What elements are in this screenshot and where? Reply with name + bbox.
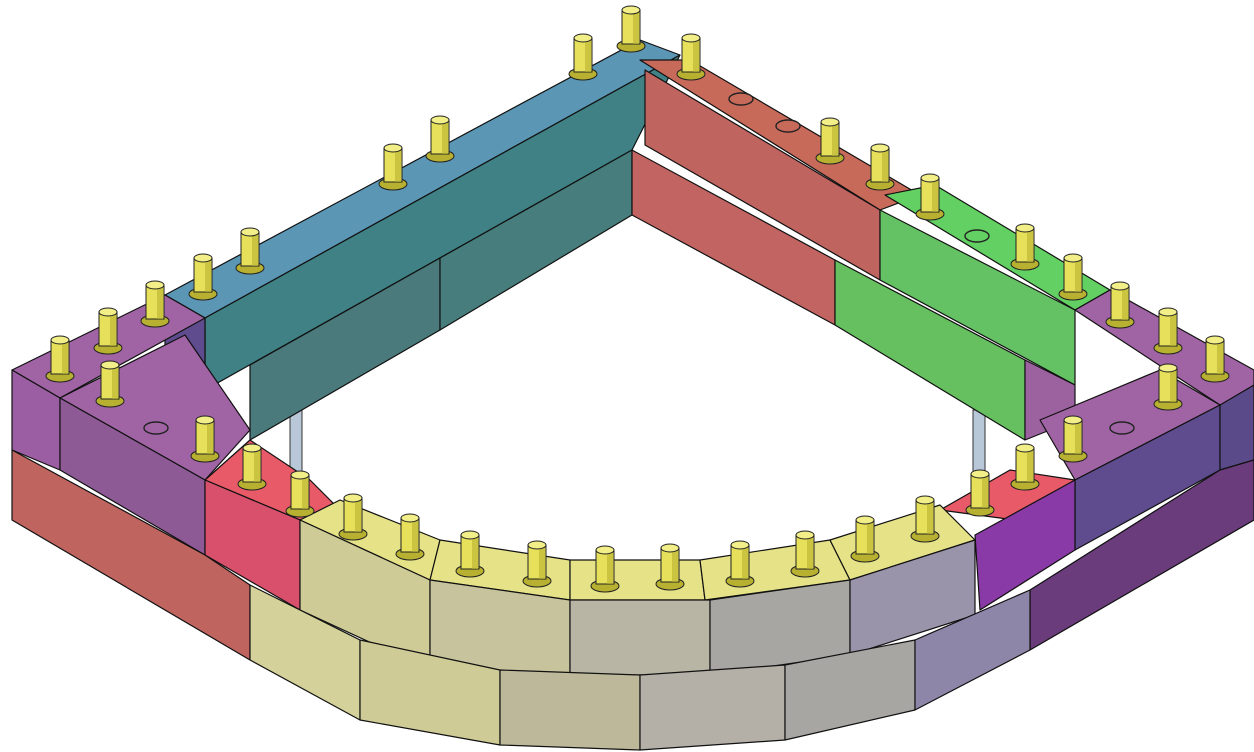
ring-top-3: [569, 559, 706, 601]
peg: [338, 493, 368, 541]
peg: [95, 360, 125, 408]
support-rods: [289, 404, 986, 496]
hole: [1109, 421, 1135, 435]
peg: [1200, 335, 1230, 383]
peg: [425, 115, 455, 163]
peg: [1105, 281, 1135, 329]
pegs: [45, 5, 1230, 593]
peg: [850, 515, 880, 563]
ring-lower-3: [499, 669, 641, 751]
peg: [590, 545, 620, 593]
peg: [455, 530, 485, 578]
peg: [1058, 415, 1088, 463]
peg: [140, 280, 170, 328]
ring-lower-4: [639, 664, 786, 751]
peg: [676, 33, 706, 81]
peg: [815, 117, 845, 165]
peg: [237, 443, 267, 491]
right-end-edge: [1219, 384, 1254, 471]
right-end-violet: [974, 479, 1076, 611]
front-curved-ring: [249, 499, 1031, 751]
peg: [915, 173, 945, 221]
peg: [1153, 307, 1183, 355]
peg: [910, 495, 940, 543]
peg: [568, 33, 598, 81]
peg: [725, 540, 755, 588]
peg: [188, 253, 218, 301]
peg: [790, 530, 820, 578]
peg: [93, 307, 123, 355]
peg: [522, 540, 552, 588]
ring-lower-6: [914, 589, 1031, 711]
peg: [1058, 253, 1088, 301]
peg: [285, 470, 315, 518]
peg: [1153, 363, 1183, 411]
peg: [965, 469, 995, 517]
peg: [45, 335, 75, 383]
peg: [395, 513, 425, 561]
peg: [378, 143, 408, 191]
hole: [775, 119, 801, 133]
ring-face-3: [569, 599, 711, 676]
holes: [143, 92, 1135, 435]
hole: [728, 92, 754, 106]
peg: [1010, 223, 1040, 271]
peg: [655, 543, 685, 591]
peg: [190, 415, 220, 463]
hole: [964, 229, 990, 243]
peg: [865, 143, 895, 191]
peg: [235, 227, 265, 275]
peg: [1010, 443, 1040, 491]
back-left-wall: [164, 39, 681, 441]
peg: [616, 5, 646, 53]
hole: [143, 421, 169, 435]
